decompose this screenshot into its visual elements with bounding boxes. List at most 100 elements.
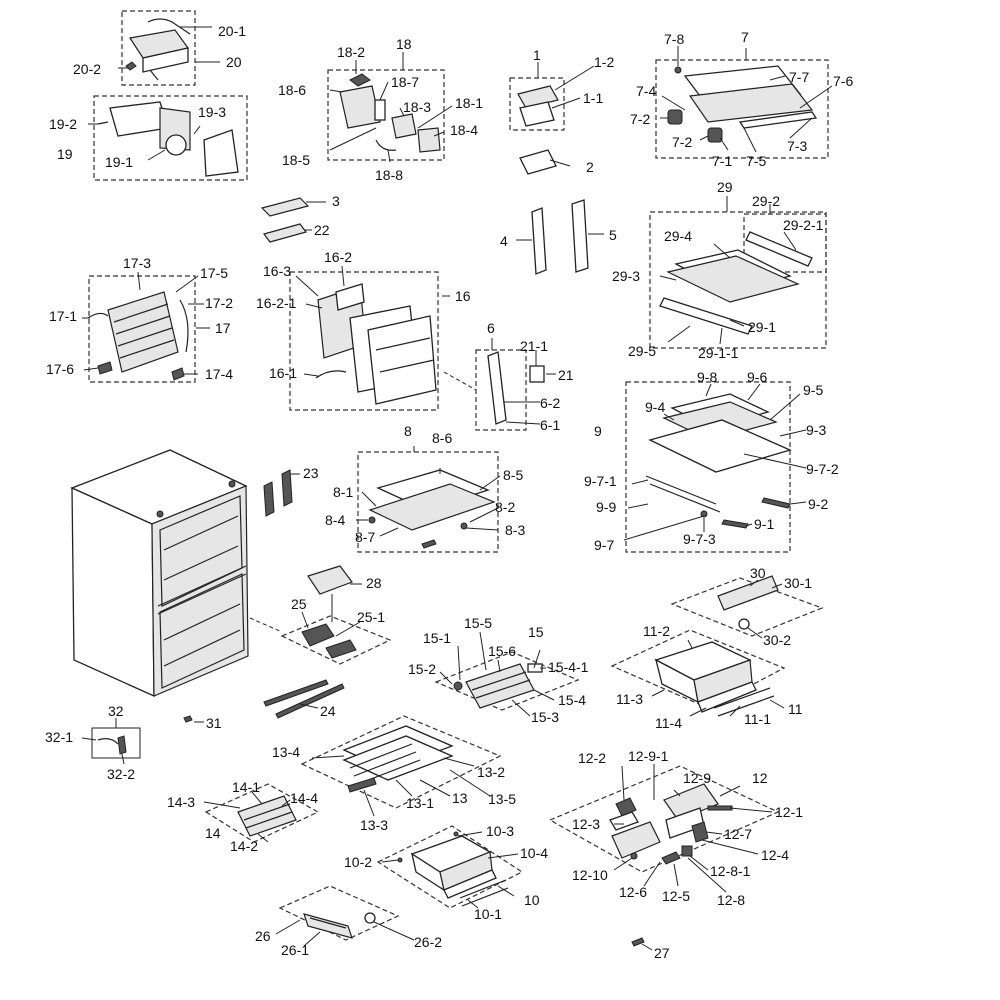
label-7-3: 7-3 — [787, 138, 807, 154]
label-7-7: 7-7 — [789, 69, 809, 85]
label-29-2: 29-2 — [752, 193, 780, 209]
label-8-5: 8-5 — [503, 467, 523, 483]
label-11-4: 11-4 — [655, 715, 682, 731]
label-12: 12 — [752, 770, 768, 786]
label-8-4: 8-4 — [325, 512, 345, 528]
label-20-1: 20-1 — [218, 23, 246, 39]
label-18-7: 18-7 — [391, 74, 419, 90]
part-28 — [307, 565, 362, 622]
label-14-3: 14-3 — [167, 794, 195, 810]
label-9-3: 9-3 — [806, 422, 826, 438]
label-9-2: 9-2 — [808, 496, 828, 512]
label-2: 2 — [586, 159, 594, 175]
label-22: 22 — [314, 222, 330, 238]
label-9-7-3: 9-7-3 — [683, 531, 716, 547]
label-17-6: 17-6 — [46, 361, 74, 377]
part-group-11 — [610, 629, 786, 717]
label-13-3: 13-3 — [360, 817, 388, 833]
label-19: 19 — [57, 146, 73, 162]
label-21-1: 21-1 — [520, 338, 548, 354]
label-29-2-1: 29-2-1 — [783, 217, 824, 233]
label-8-6: 8-6 — [432, 430, 452, 446]
label-14-4: 14-4 — [290, 790, 318, 806]
label-10-1: 10-1 — [474, 906, 502, 922]
label-7-1: 7-1 — [712, 153, 732, 169]
part-group-29 — [649, 196, 827, 349]
label-7-2b: 7-2 — [672, 134, 692, 150]
refrigerator-cabinet — [70, 449, 249, 698]
label-15-2: 15-2 — [408, 661, 436, 677]
label-18-3: 18-3 — [403, 99, 431, 115]
label-32-1: 32-1 — [45, 729, 73, 745]
label-9-4: 9-4 — [645, 399, 665, 415]
label-3: 3 — [332, 193, 340, 209]
label-29: 29 — [717, 179, 733, 195]
label-10-2: 10-2 — [344, 854, 372, 870]
label-8-1: 8-1 — [333, 484, 353, 500]
label-13-5: 13-5 — [488, 791, 516, 807]
label-15: 15 — [528, 624, 544, 640]
label-17-3: 17-3 — [123, 255, 151, 271]
part-group-16 — [289, 265, 450, 411]
label-6-2: 6-2 — [540, 395, 560, 411]
label-25-1: 25-1 — [357, 609, 385, 625]
label-1: 1 — [533, 47, 541, 63]
part-group-10 — [376, 825, 524, 909]
part-group-9 — [623, 381, 807, 553]
part-23 — [263, 469, 300, 517]
label-9-7-2: 9-7-2 — [806, 461, 839, 477]
label-13-4: 13-4 — [272, 744, 300, 760]
label-10-4: 10-4 — [520, 845, 548, 861]
label-18-2: 18-2 — [337, 44, 365, 60]
label-12-7: 12-7 — [724, 826, 752, 842]
label-16-1: 16-1 — [269, 365, 297, 381]
label-32: 32 — [108, 703, 124, 719]
label-18: 18 — [396, 36, 412, 52]
part-group-6 — [443, 338, 556, 431]
label-30-1: 30-1 — [784, 575, 812, 591]
label-12-9-1: 12-9-1 — [628, 748, 669, 764]
label-23: 23 — [303, 465, 319, 481]
label-9-8: 9-8 — [697, 369, 717, 385]
part-group-1 — [509, 62, 595, 175]
label-17-5: 17-5 — [200, 265, 228, 281]
label-12-4: 12-4 — [761, 847, 789, 863]
part-24 — [263, 679, 345, 719]
label-13: 13 — [452, 790, 468, 806]
label-15-3: 15-3 — [531, 709, 559, 725]
label-18-5: 18-5 — [282, 152, 310, 168]
label-16: 16 — [455, 288, 471, 304]
part-group-20 — [118, 10, 220, 86]
label-29-4: 29-4 — [664, 228, 692, 244]
label-11-2: 11-2 — [643, 623, 670, 639]
label-14: 14 — [205, 825, 221, 841]
part-group-15 — [434, 631, 580, 717]
label-18-4: 18-4 — [450, 122, 478, 138]
label-9-5: 9-5 — [803, 382, 823, 398]
label-25: 25 — [291, 596, 307, 612]
label-14-2: 14-2 — [230, 838, 258, 854]
part-group-14 — [203, 783, 320, 843]
label-27: 27 — [654, 945, 670, 961]
label-10-3: 10-3 — [486, 823, 514, 839]
part-group-17 — [82, 271, 210, 383]
label-9-7-1: 9-7-1 — [584, 473, 617, 489]
label-7-2a: 7-2 — [630, 111, 650, 127]
label-30: 30 — [750, 565, 766, 581]
label-26-1: 26-1 — [281, 942, 309, 958]
label-31: 31 — [206, 715, 222, 731]
label-11-1: 11-1 — [744, 711, 771, 727]
label-7-8: 7-8 — [664, 31, 684, 47]
label-7: 7 — [741, 29, 749, 45]
label-4: 4 — [500, 233, 508, 249]
label-6-1: 6-1 — [540, 417, 560, 433]
label-12-9: 12-9 — [683, 770, 711, 786]
label-11: 11 — [788, 701, 803, 717]
label-1-1: 1-1 — [583, 90, 603, 106]
part-group-18 — [327, 52, 453, 163]
label-15-5: 15-5 — [464, 615, 492, 631]
label-5: 5 — [609, 227, 617, 243]
label-12-5: 12-5 — [662, 888, 690, 904]
label-7-4: 7-4 — [636, 83, 656, 99]
